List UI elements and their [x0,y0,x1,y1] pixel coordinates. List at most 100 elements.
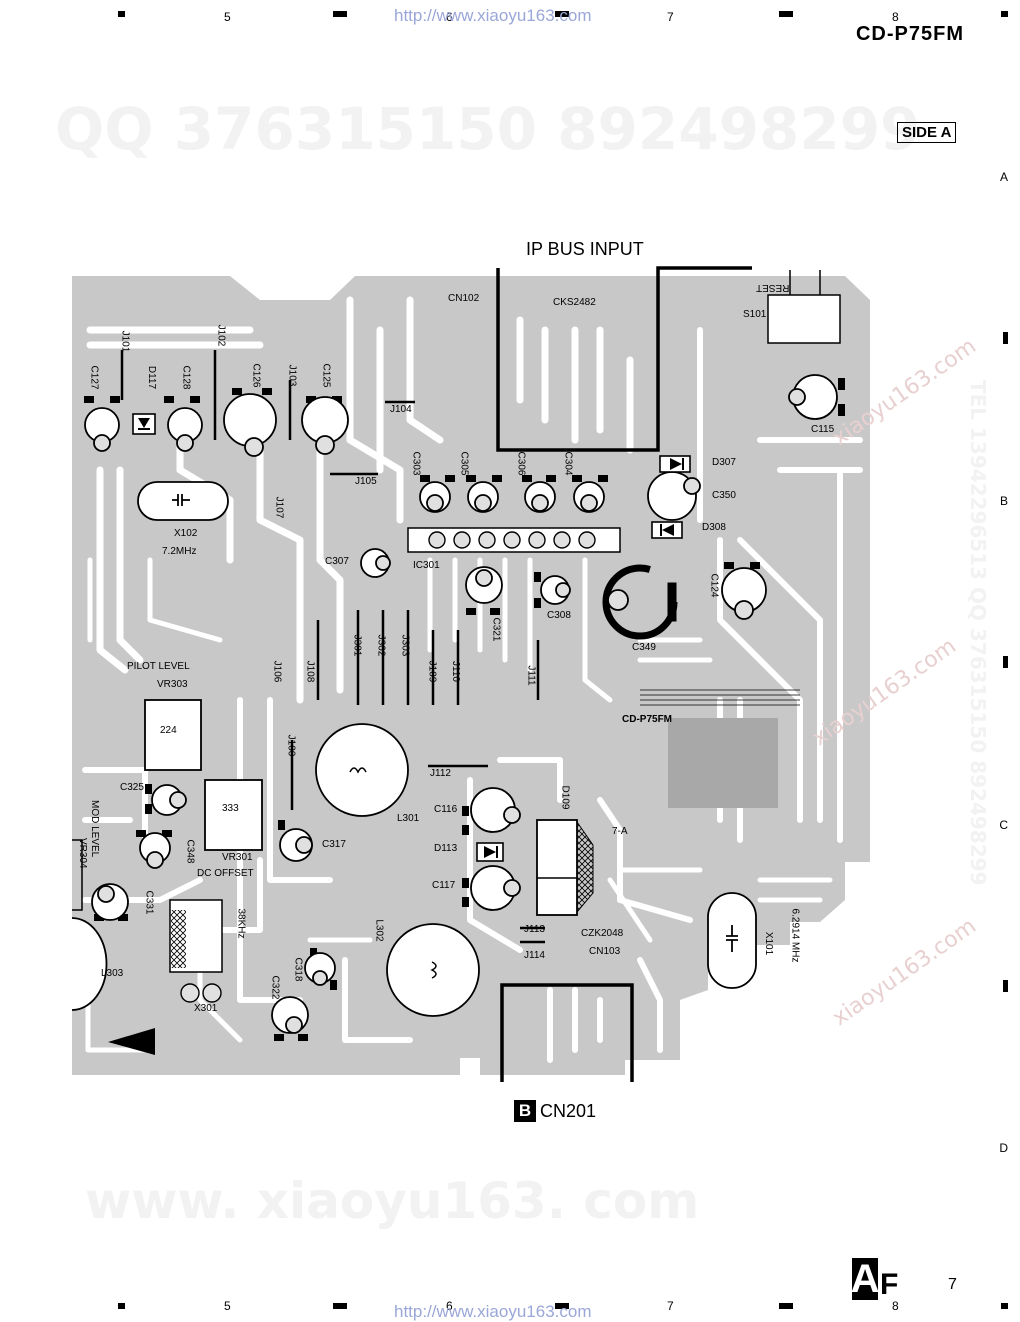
label-j112: J112 [430,768,451,779]
label-j301: J301 [351,634,363,657]
vr303-trimmer [144,699,202,771]
label-c305: C305 [458,451,470,476]
label-pilot-level: PILOT LEVEL [127,661,190,672]
label-c318: C318 [292,957,304,982]
label-x101-freq: 6.2914 MHz [789,908,801,963]
label-j106: J106 [271,660,283,683]
label-vr304: VR304 [77,838,88,869]
label-c331: C331 [143,890,155,915]
label-cn103: CN103 [589,946,621,957]
ip-bus-input-label: IP BUS INPUT [526,239,644,259]
side-label: SIDE A [897,122,957,143]
column-label-5: 5 [224,10,231,24]
label-x301-freq: 38KHz [235,908,247,939]
label-d117: D117 [146,365,158,390]
label-c126: C126 [250,363,262,388]
register-mark [1001,1303,1008,1309]
register-mark [118,1303,125,1309]
cn201-badge: B [514,1100,536,1122]
label-c348: C348 [184,839,196,864]
label-j105: J105 [355,476,377,487]
label-c307: C307 [325,556,349,567]
label-czk2048: CZK2048 [581,928,624,939]
column-label-6: 6 [446,10,453,24]
label-ic301: IC301 [413,560,440,571]
capacitor-c349 [602,564,678,640]
register-mark [1001,11,1008,17]
label-x102: X102 [174,528,198,539]
watermark-top: QQ 376315150 892498299 [55,95,921,163]
x301-hatch [171,910,186,968]
jumpers [120,350,545,944]
register-mark [779,11,793,17]
label-7a: 7-A [612,826,628,837]
column-label-7: 7 [667,10,674,24]
row-mark [1003,332,1008,344]
label-j103: J103 [286,364,298,387]
label-c308: C308 [547,610,571,621]
register-mark [555,11,569,17]
row-label-a: A [999,170,1008,184]
label-c115: C115 [811,424,835,435]
label-cn102: CN102 [448,293,480,304]
cn201-text: CN201 [540,1100,597,1121]
label-vr301-value: 333 [222,803,239,814]
czk2048-hatch [576,820,594,914]
watermark-bottom: www. xiaoyu163. com [85,1172,700,1230]
label-c317: C317 [322,839,346,850]
label-mod-level: MOD LEVEL [89,800,100,858]
column-label-6-bottom: 6 [446,1299,453,1313]
row-label-c: C [999,818,1008,832]
register-mark [555,1303,569,1309]
label-c116: C116 [434,804,458,815]
label-j114: J114 [524,950,545,961]
column-label-8-bottom: 8 [892,1299,899,1313]
af-mark: A F [850,1256,899,1301]
register-mark [118,11,125,17]
page-number: 7 [948,1276,957,1293]
column-label-7-bottom: 7 [667,1299,674,1313]
label-j303: J303 [399,634,411,657]
label-d308: D308 [702,522,726,533]
label-x101: X101 [763,931,775,956]
label-board-model: CD-P75FM [622,714,673,725]
label-x301: X301 [194,1003,218,1014]
label-j104: J104 [390,404,412,415]
main-ic [668,718,778,808]
label-d307: D307 [712,457,736,468]
coil-symbols [349,767,437,979]
register-mark [779,1303,793,1309]
label-j110: J110 [449,661,461,682]
pads [84,378,845,1041]
label-c349: C349 [632,642,656,653]
model-title: CD-P75FM [855,23,964,45]
reset-switch [767,294,841,344]
label-c127: C127 [88,365,100,390]
label-j107: J107 [273,496,285,519]
register-mark [333,11,347,17]
label-c321: C321 [490,617,502,642]
label-reset: RESET [756,282,790,293]
label-c128: C128 [180,365,192,390]
footer-url-link[interactable]: http://www.xiaoyu163.com [394,1302,592,1321]
label-l303: L303 [101,968,124,979]
header-url-link[interactable]: http://www.xiaoyu163.com [394,6,592,25]
label-x102-freq: 7.2MHz [162,546,197,557]
label-c125: C125 [320,363,332,388]
capacitors [84,374,838,1034]
row-mark [1003,656,1008,668]
connector-outlines [496,266,821,1082]
label-vr303-value: 224 [160,725,177,736]
diode-symbols [138,418,684,858]
label-c325: C325 [120,782,144,793]
label-j113: J113 [524,924,545,935]
column-label-8: 8 [892,10,899,24]
label-c124: C124 [708,573,720,598]
af-badge: A [850,1256,880,1301]
label-j102: J102 [215,324,227,347]
label-cks2482: CKS2482 [553,297,596,308]
column-label-5-bottom: 5 [224,1299,231,1313]
label-d109: D109 [559,785,571,810]
label-j111: J111 [525,665,537,686]
left-bracket [72,839,83,911]
